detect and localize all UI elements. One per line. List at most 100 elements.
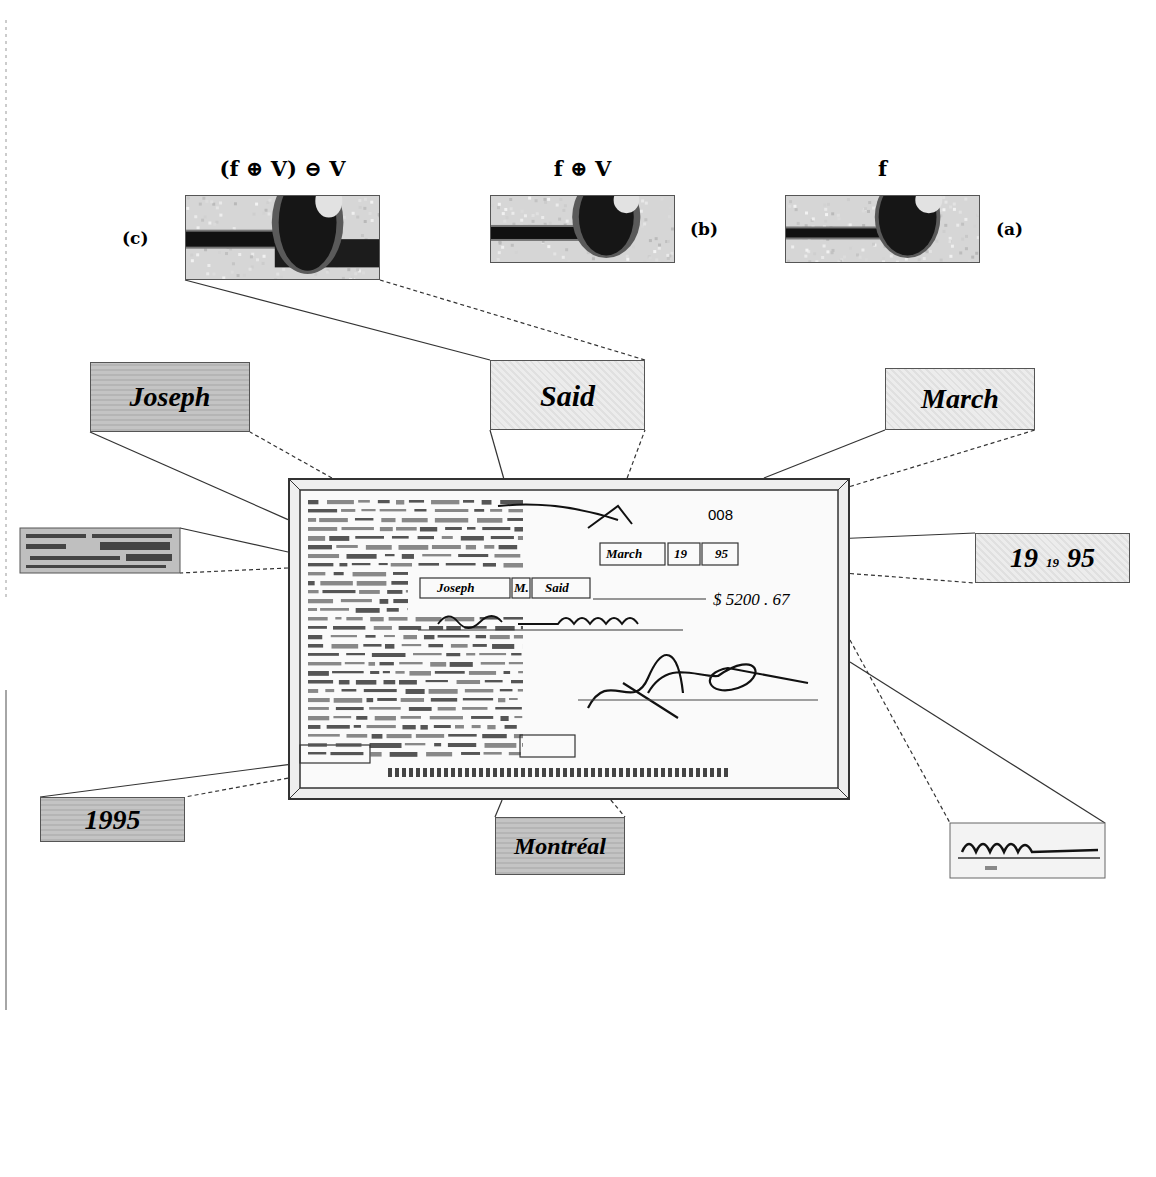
pixel (553, 252, 556, 255)
pixel (536, 212, 539, 215)
scribble-mark (126, 554, 172, 561)
pixel (808, 260, 811, 262)
pixel (804, 255, 807, 258)
print-mark (380, 509, 407, 511)
pixel (837, 217, 840, 220)
pixel (564, 204, 567, 207)
pixel (491, 204, 494, 207)
print-mark (339, 680, 350, 684)
wave-callout (950, 823, 1105, 878)
print-mark (330, 752, 363, 755)
print-mark (308, 725, 320, 729)
pixel (231, 271, 234, 274)
handwritten-word: 19 (1046, 556, 1059, 570)
pixel (868, 201, 871, 204)
pixel (968, 260, 971, 262)
pixel (661, 197, 664, 200)
print-mark (308, 671, 329, 676)
pixel (234, 202, 237, 205)
print-mark (308, 545, 332, 549)
zoom-line (380, 280, 645, 360)
print-mark (345, 662, 365, 664)
pixel (370, 201, 373, 204)
panel-letter: (a) (996, 218, 1023, 240)
pixel (653, 250, 656, 253)
field-entry: 95 (715, 545, 728, 563)
scribble-mark (30, 556, 120, 560)
pixel (219, 201, 222, 204)
print-mark (346, 734, 367, 738)
cheque-face (300, 490, 838, 788)
field-box (600, 543, 665, 565)
pixel (213, 223, 216, 226)
pixel (202, 197, 205, 200)
pixel (645, 202, 648, 205)
print-mark (383, 671, 390, 673)
zoom-line (627, 430, 645, 478)
pixel (363, 207, 366, 210)
print-mark (393, 572, 408, 575)
stroke-hollow (915, 196, 942, 213)
pixel (520, 219, 523, 222)
pixel (205, 200, 208, 203)
print-mark (387, 590, 402, 594)
print-mark (308, 626, 327, 629)
print-mark (369, 707, 401, 710)
pixel (864, 207, 867, 210)
pixel (524, 214, 527, 217)
print-mark (331, 644, 358, 649)
pixel (671, 227, 674, 230)
print-mark (504, 563, 523, 568)
print-mark (402, 725, 415, 729)
zoom-line (185, 778, 288, 797)
print-mark (500, 500, 523, 504)
pixel (204, 215, 207, 218)
pixel (364, 220, 367, 223)
micr-mark (717, 768, 721, 777)
pixel (262, 262, 265, 265)
pixel (196, 253, 199, 256)
bevel-line (289, 479, 300, 490)
print-mark (356, 608, 380, 613)
pixel (210, 200, 213, 203)
pixel (556, 204, 559, 207)
print-mark (407, 608, 408, 610)
micr-mark (409, 768, 413, 777)
print-mark (448, 734, 476, 737)
print-mark (308, 509, 337, 512)
print-mark (466, 545, 476, 549)
field-box (300, 745, 370, 763)
micr-mark (479, 768, 483, 777)
print-mark (509, 698, 518, 700)
handwritten-word: March (921, 384, 999, 415)
pixel (187, 197, 190, 200)
pixel (543, 198, 546, 201)
pixel (643, 261, 646, 262)
print-mark (377, 698, 397, 701)
print-mark (375, 716, 396, 720)
pixel (535, 199, 538, 202)
pixel (497, 206, 500, 209)
scribble-mark (92, 534, 172, 538)
micr-mark (542, 768, 546, 777)
micr-mark (689, 768, 693, 777)
print-mark (521, 626, 523, 629)
pixel (251, 253, 254, 256)
print-mark (325, 689, 334, 692)
print-mark (379, 563, 388, 565)
print-mark (308, 518, 316, 522)
print-mark (424, 635, 434, 639)
pixel (788, 205, 791, 208)
print-mark (474, 509, 484, 512)
margin-line (5, 690, 7, 1010)
pixel (640, 210, 643, 213)
handwriting-row: Montréal (514, 833, 606, 859)
pixel (872, 243, 875, 246)
pixel (824, 220, 827, 223)
micr-mark (500, 768, 504, 777)
pixel (528, 197, 531, 200)
pixel (544, 201, 547, 204)
pixel (509, 198, 512, 201)
scribble-mark (26, 544, 66, 549)
pixel (186, 207, 189, 210)
